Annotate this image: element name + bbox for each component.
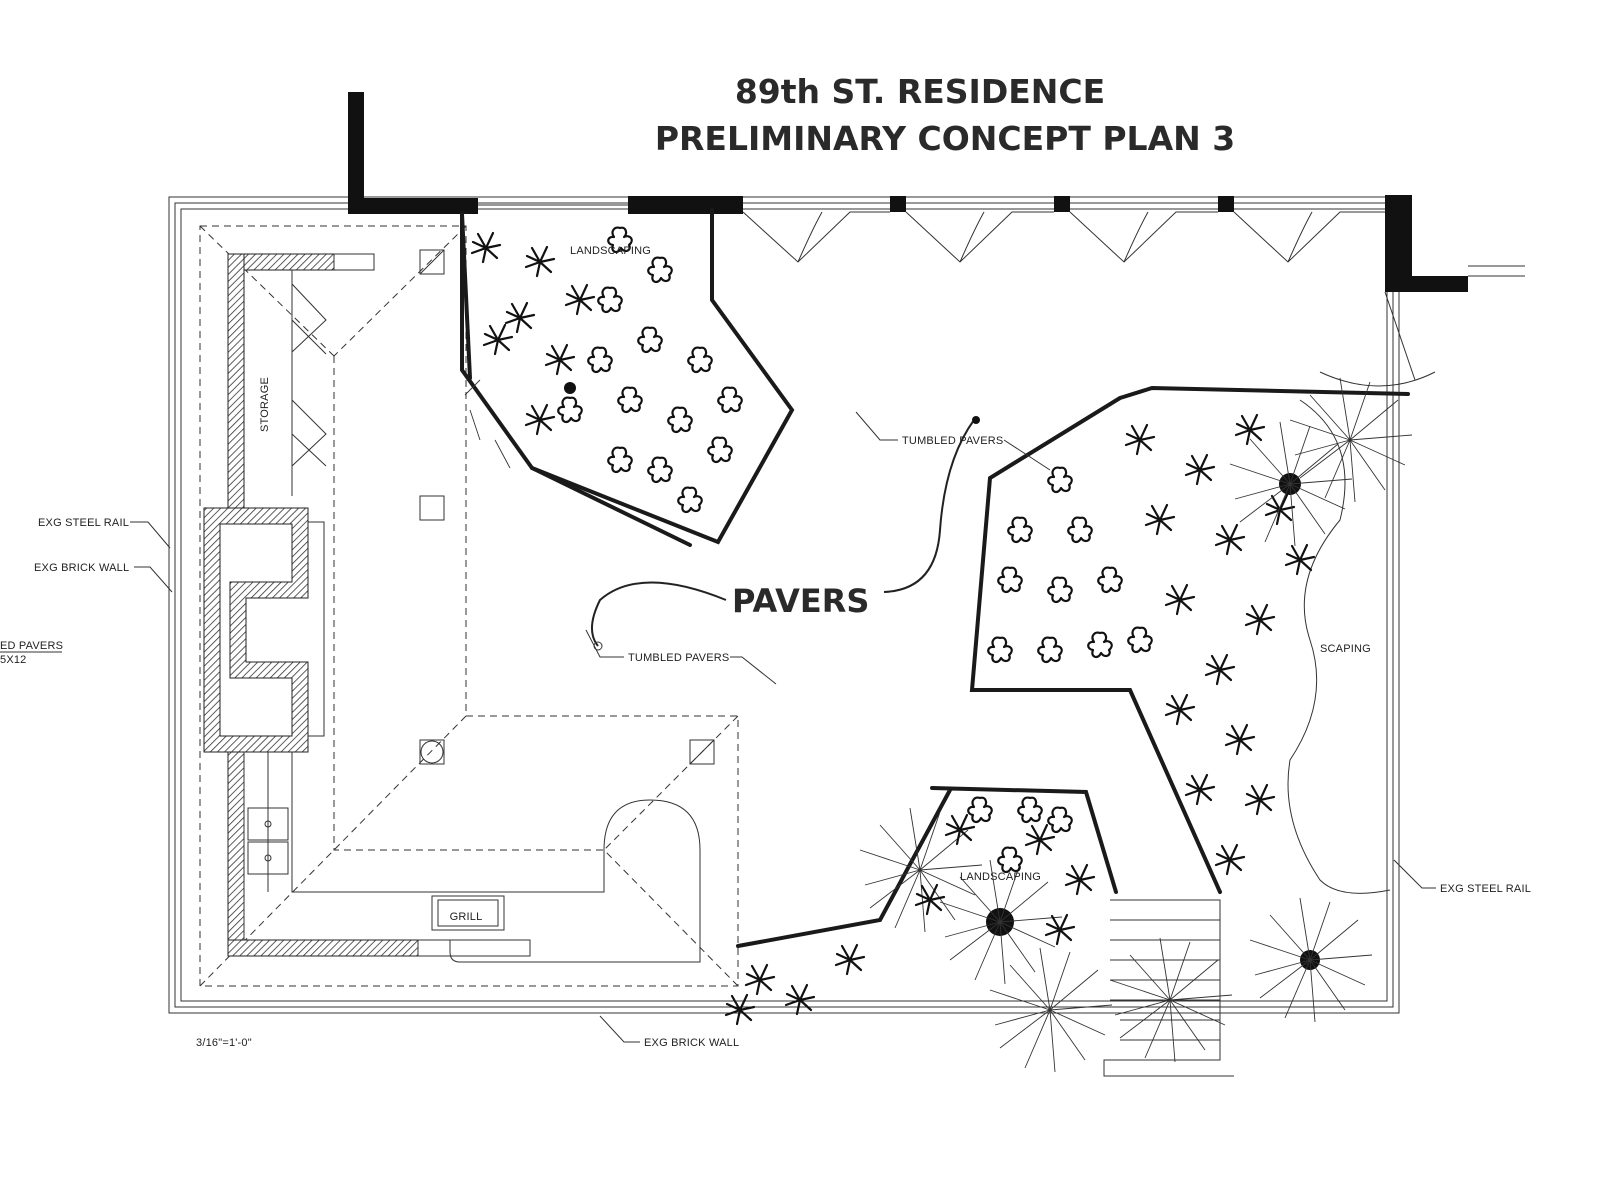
fireplace — [203, 507, 325, 753]
property-boundary — [168, 196, 1400, 1014]
exg-brick-wall-bottom-label: EXG BRICK WALL — [644, 1037, 739, 1049]
pavers-label: PAVERS — [732, 582, 869, 620]
existing-wall-top-right — [1319, 195, 1525, 387]
tumbled-pavers-top-leader — [855, 411, 1051, 471]
planting-bed-bottom — [724, 786, 1234, 1077]
kitchen-counter — [227, 751, 701, 963]
storage-wall — [227, 253, 375, 510]
grill-label: GRILL — [450, 911, 483, 923]
tumbled-pavers-top-label: TUMBLED PAVERS — [902, 435, 1003, 447]
top-facade — [478, 196, 1385, 263]
grill: GRILL — [431, 895, 505, 931]
exg-steel-rail-left-label: EXG STEEL RAIL — [38, 517, 129, 529]
scale-label: 3/16"=1'-0" — [196, 1037, 252, 1049]
tumbled-pavers-mid-label: TUMBLED PAVERS — [628, 652, 729, 664]
existing-wall-top-left — [348, 92, 478, 214]
planting-bed-top — [460, 208, 795, 547]
exg-brick-wall-left-label: EXG BRICK WALL — [34, 562, 129, 574]
cut-label-line-2: 5X12 — [0, 654, 27, 666]
exg-steel-rail-right-leader — [1393, 859, 1436, 889]
shrub-scatter — [989, 377, 1413, 1073]
cut-label-line-1: ED PAVERS — [0, 640, 63, 652]
roof-outline — [199, 225, 739, 987]
title-line-1: 89th ST. RESIDENCE — [735, 72, 1105, 111]
pavers-leader-right — [883, 419, 975, 593]
pavers-leader-left — [591, 581, 727, 647]
tumbled-pavers-mid-leader — [585, 629, 777, 685]
landscaping-top-label: LANDSCAPING — [570, 245, 651, 257]
planting-bed-right — [969, 385, 1410, 1023]
pavers-leader-right-end — [972, 416, 980, 424]
landscaping-right-label: SCAPING — [1320, 643, 1371, 655]
title-line-2: PRELIMINARY CONCEPT PLAN 3 — [655, 119, 1235, 158]
landscaping-mid-label: LANDSCAPING — [960, 871, 1041, 883]
storage-label: STORAGE — [259, 377, 271, 432]
exg-brick-wall-left-leader — [134, 566, 173, 593]
exg-steel-rail-right-label: EXG STEEL RAIL — [1440, 883, 1531, 895]
exg-brick-wall-bottom-leader — [599, 1015, 640, 1043]
exg-steel-rail-left-leader — [130, 521, 171, 549]
